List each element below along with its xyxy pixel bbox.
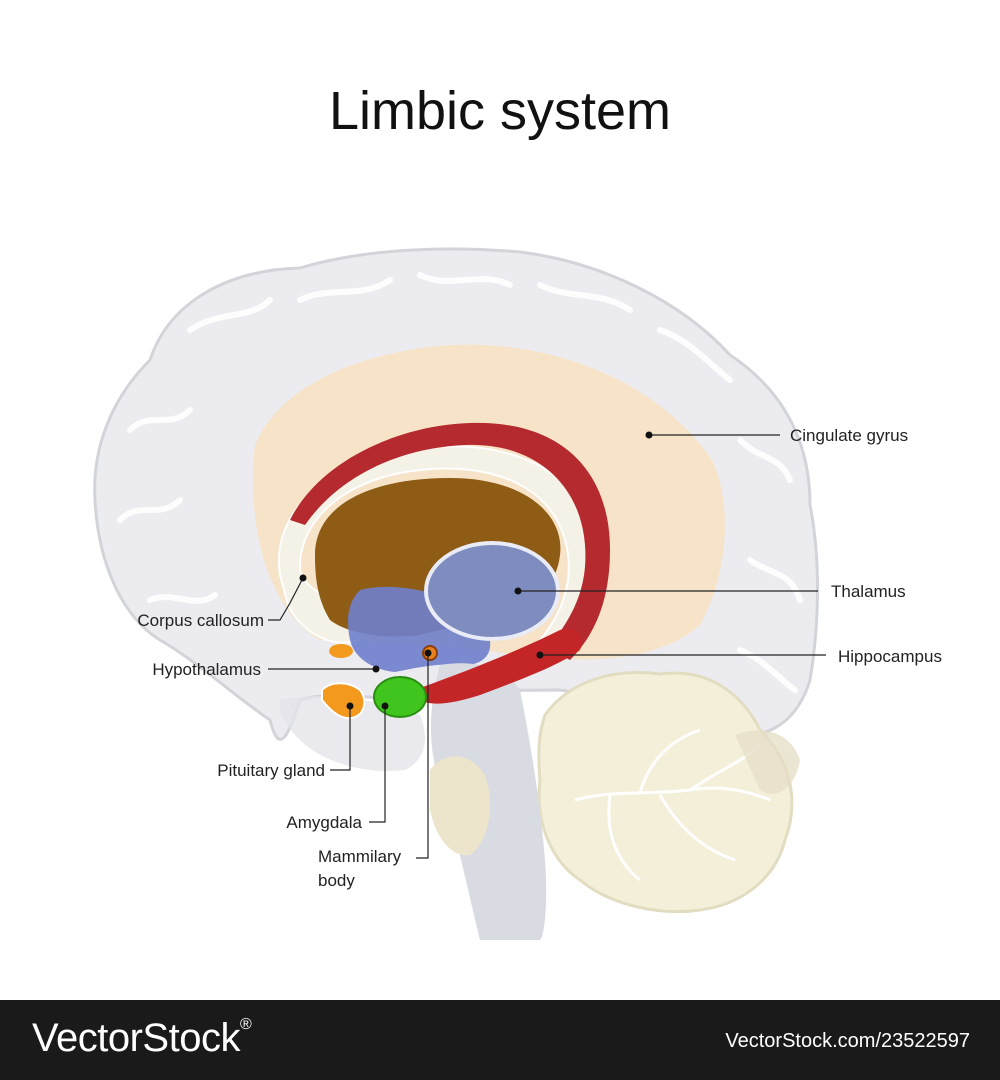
watermark-brand: VectorStock®	[32, 1016, 252, 1061]
watermark-footer: VectorStock® VectorStock.com/23522597	[0, 1000, 1000, 1080]
label-hippocampus: Hippocampus	[838, 647, 942, 666]
hippocampus	[420, 628, 582, 704]
label-mammilary-line2: body	[318, 871, 355, 890]
page-title: Limbic system	[328, 81, 672, 141]
amygdala	[373, 676, 427, 718]
label-amygdala: Amygdala	[286, 813, 362, 832]
watermark-brand-text: VectorStock	[32, 1016, 240, 1060]
pons	[430, 756, 490, 856]
leader-dots	[299, 431, 653, 710]
label-pituitary-gland: Pituitary gland	[217, 761, 325, 780]
cerebellum-arbor-vitae	[574, 728, 771, 882]
label-hypothalamus: Hypothalamus	[152, 660, 261, 679]
watermark-site-id: VectorStock.com/23522597	[725, 1030, 970, 1052]
hypothalamus-nucleus	[329, 644, 353, 658]
watermark-brand-mark: ®	[239, 1016, 252, 1033]
label-mammilary-line1: Mammilary	[318, 847, 402, 866]
occipital-tip	[735, 730, 800, 794]
pituitary-gland	[321, 682, 366, 720]
label-corpus-callosum: Corpus callosum	[137, 611, 264, 630]
limbic-system-diagram: Cingulate gyrus Thalamus Hippocampus Cor…	[93, 247, 942, 940]
cerebral-gyri	[117, 272, 803, 693]
label-thalamus: Thalamus	[831, 582, 906, 601]
leader-lines	[268, 434, 826, 859]
label-cingulate-gyrus: Cingulate gyrus	[790, 426, 908, 445]
